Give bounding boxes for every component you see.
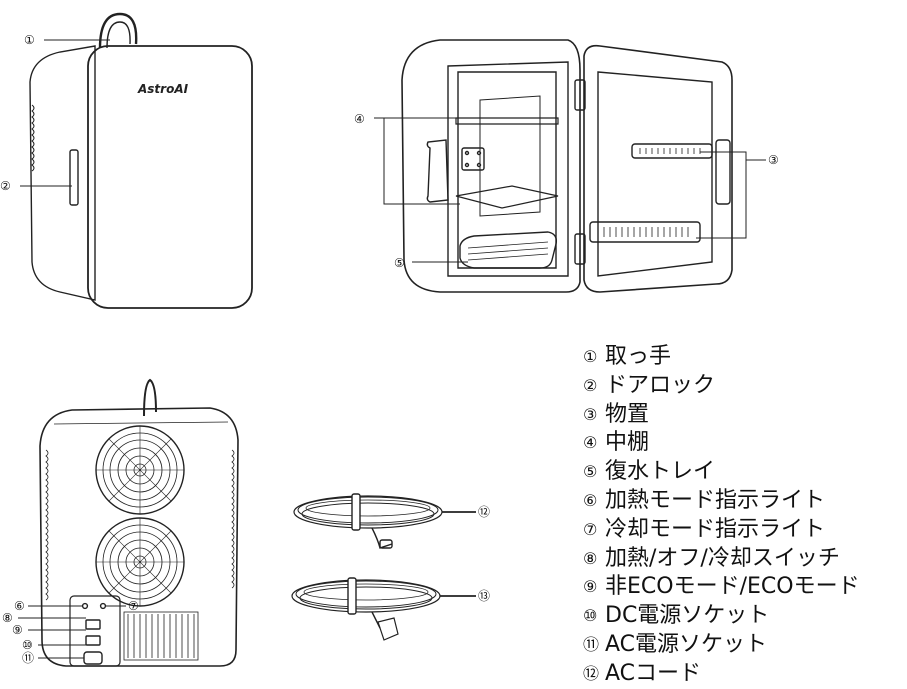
part-number: ④ bbox=[583, 433, 598, 453]
open-view bbox=[374, 39, 766, 293]
part-number: ⑥ bbox=[583, 490, 598, 510]
part-number: ③ bbox=[583, 404, 598, 424]
part-label: 取っ手 bbox=[605, 344, 672, 369]
callout-12: ⑫ bbox=[478, 505, 490, 519]
callout-2: ② bbox=[0, 179, 11, 193]
parts-list-item: ⑩ DC電源ソケット bbox=[583, 602, 860, 631]
part-number: ⑫ bbox=[583, 663, 600, 683]
part-label: 冷却モード指示ライト bbox=[605, 516, 826, 542]
callout-9: ⑨ bbox=[12, 623, 23, 637]
part-label: 物置 bbox=[605, 401, 650, 427]
callout-10: ⑩ bbox=[22, 638, 33, 652]
part-number: ① bbox=[583, 347, 598, 366]
parts-list-item: ⑤ 復水トレイ bbox=[583, 458, 860, 487]
ac-cord bbox=[291, 577, 476, 641]
parts-list-item: ③ 物置 bbox=[583, 401, 860, 430]
part-number: ⑩ bbox=[583, 606, 598, 626]
callout-1: ① bbox=[24, 33, 35, 47]
dc-cord bbox=[293, 493, 476, 549]
callout-11: ⑪ bbox=[22, 651, 34, 665]
callout-7: ⑦ bbox=[128, 599, 139, 613]
parts-list-item: ① 取っ手 bbox=[583, 343, 860, 372]
part-number: ⑦ bbox=[583, 519, 598, 539]
part-label: AC電源ソケット bbox=[605, 631, 768, 657]
brand-logo: AstroAI bbox=[137, 82, 189, 96]
part-label: DC電源ソケット bbox=[605, 603, 770, 629]
part-number: ⑤ bbox=[583, 462, 598, 482]
callout-6: ⑥ bbox=[14, 599, 25, 613]
parts-list-item: ⑦ 冷却モード指示ライト bbox=[583, 516, 860, 545]
callout-13: ⑬ bbox=[478, 589, 490, 603]
parts-list-item: ⑥ 加熱モード指示ライト bbox=[583, 487, 860, 516]
part-number: ⑨ bbox=[583, 577, 598, 597]
part-number: ② bbox=[583, 375, 598, 395]
callout-8: ⑧ bbox=[2, 611, 13, 625]
parts-list-item: ② ドアロック bbox=[583, 372, 860, 401]
part-label: 非ECOモード/ECOモード bbox=[605, 574, 860, 600]
parts-list: ① 取っ手 ② ドアロック ③ 物置 ④ 中棚 ⑤ 復水トレイ ⑥ 加熱モード指示ライト ⑦… bbox=[583, 343, 860, 689]
part-label: 加熱モード指示ライト bbox=[605, 487, 826, 513]
part-label: 復水トレイ bbox=[605, 459, 716, 485]
back-view bbox=[18, 378, 239, 667]
callout-3: ③ bbox=[768, 153, 779, 167]
part-number: ⑪ bbox=[583, 634, 600, 654]
callout-5: ⑤ bbox=[394, 256, 405, 270]
part-number: ⑧ bbox=[583, 548, 598, 568]
parts-list-item: ④ 中棚 bbox=[583, 429, 860, 458]
part-label: ドアロック bbox=[605, 372, 716, 398]
callout-4: ④ bbox=[354, 112, 365, 126]
part-label: ACコード bbox=[605, 660, 702, 686]
part-label: 中棚 bbox=[605, 430, 650, 456]
parts-list-item: ⑧ 加熱/オフ/冷却スイッチ bbox=[583, 545, 860, 574]
parts-list-item: ⑨ 非ECOモード/ECOモード bbox=[583, 573, 860, 602]
front-view: AstroAI bbox=[20, 12, 253, 309]
part-label: 加熱/オフ/冷却スイッチ bbox=[605, 545, 840, 571]
